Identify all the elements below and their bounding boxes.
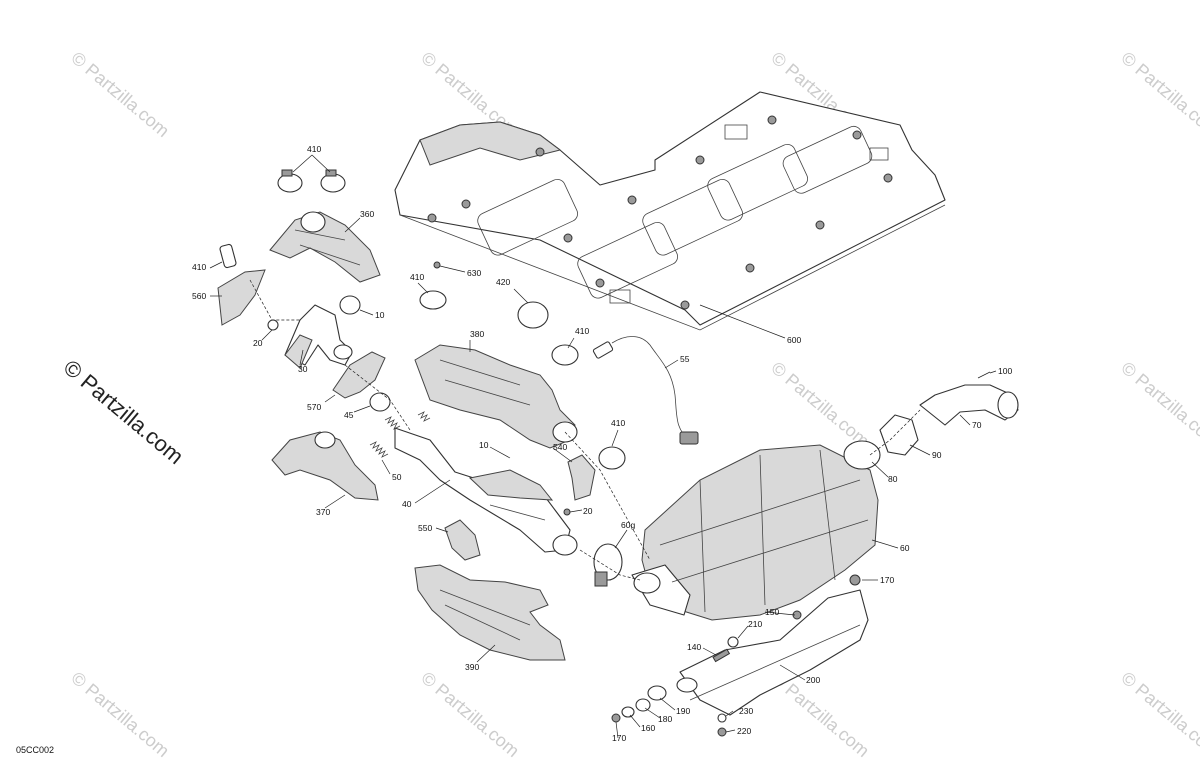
callout-10: 10 [479, 440, 489, 450]
heat-shield-550 [444, 519, 481, 561]
callout-540: 540 [553, 442, 567, 452]
tailpipe-70 [919, 384, 1019, 426]
exhaust-pipe-360 [269, 211, 381, 283]
callout-390: 390 [465, 662, 479, 672]
callout-60: 60 [900, 543, 910, 553]
gasket-45 [369, 392, 391, 412]
watermark: © Partzilla.com [417, 668, 523, 761]
callout-200: 200 [806, 675, 820, 685]
nut-20 [267, 319, 279, 331]
callout-570: 570 [307, 402, 321, 412]
callout-550: 550 [418, 523, 432, 533]
watermark: © Partzilla.com [1117, 48, 1200, 141]
callout-560: 560 [192, 291, 206, 301]
callout-60g: 60g [621, 520, 635, 530]
bolt-140 [712, 648, 731, 663]
bracket-540 [567, 454, 596, 501]
nut-170 [849, 574, 861, 586]
watermark: © Partzilla.com [1117, 358, 1200, 451]
gasket-10 [339, 295, 361, 315]
exhaust-pipe-40 [394, 427, 578, 556]
watermarks: © Partzilla.com © Partzilla.com © Partzi… [59, 48, 1200, 761]
diagram-code: 05CC002 [16, 745, 55, 755]
clamp-410 [551, 344, 579, 366]
callout-410: 410 [410, 272, 424, 282]
heat-shield-560 [217, 269, 266, 326]
callout-170: 170 [880, 575, 894, 585]
callout-220: 220 [737, 726, 751, 736]
callout-600: 600 [787, 335, 801, 345]
callout-40: 40 [402, 499, 412, 509]
callout-55: 55 [680, 354, 690, 364]
catalyst-380 [414, 344, 578, 449]
nut-220 [717, 727, 727, 737]
muffler-bracket-200 [676, 589, 869, 716]
callout-230: 230 [739, 706, 753, 716]
bolt-100 [977, 371, 991, 379]
flange-90 [879, 414, 919, 456]
leader-lines [209, 154, 997, 739]
callout-140: 140 [687, 642, 701, 652]
clamp-60g [593, 543, 623, 587]
washer-210 [727, 636, 739, 648]
callout-20: 20 [583, 506, 593, 516]
callout-45: 45 [344, 410, 354, 420]
clamp-410 [277, 169, 346, 193]
sleeve-410 [219, 243, 237, 269]
watermark: © Partzilla.com [1117, 668, 1200, 761]
callout-420: 420 [496, 277, 510, 287]
callout-170: 170 [612, 733, 626, 743]
clamp-410 [598, 446, 626, 470]
callout-70: 70 [972, 420, 982, 430]
callout-630: 630 [467, 268, 481, 278]
nut-170 [611, 713, 621, 723]
callout-360: 360 [360, 209, 374, 219]
callout-labels: 410 360 410 560 10 20 30 570 45 370 50 1… [192, 144, 1012, 743]
grommet-190 [647, 685, 667, 701]
callout-30: 30 [298, 364, 308, 374]
callout-210: 210 [748, 619, 762, 629]
washer-160 [621, 706, 635, 718]
bolt-20 [563, 508, 571, 516]
callout-100: 100 [998, 366, 1012, 376]
watermark: © Partzilla.com [67, 668, 173, 761]
callout-90: 90 [932, 450, 942, 460]
oxygen-sensor-55 [592, 336, 699, 445]
gasket-80 [843, 440, 881, 470]
callout-150: 150 [765, 607, 779, 617]
watermark-large: © Partzilla.com [59, 355, 189, 469]
clamp-420 [517, 301, 549, 329]
heat-shield-570 [332, 351, 386, 399]
callout-380: 380 [470, 329, 484, 339]
washer-230 [717, 713, 727, 723]
callout-80: 80 [888, 474, 898, 484]
manifold-30 [284, 304, 353, 369]
callout-410: 410 [575, 326, 589, 336]
callout-370: 370 [316, 507, 330, 517]
watermark: © Partzilla.com [67, 48, 173, 141]
callout-160: 160 [641, 723, 655, 733]
exhaust-pipe-370 [271, 431, 379, 501]
callout-410: 410 [307, 144, 321, 154]
clamp-410 [419, 290, 447, 310]
skid-plate-600 [394, 91, 946, 331]
heat-shield-390 [414, 564, 566, 661]
muffler-60 [631, 444, 879, 621]
callout-50: 50 [392, 472, 402, 482]
bolt-630 [433, 261, 441, 269]
callout-410: 410 [611, 418, 625, 428]
callout-190: 190 [676, 706, 690, 716]
callout-20: 20 [253, 338, 263, 348]
sleeve-180 [635, 698, 651, 712]
callout-10: 10 [375, 310, 385, 320]
watermark: © Partzilla.com [767, 358, 873, 451]
callout-180: 180 [658, 714, 672, 724]
callout-410: 410 [192, 262, 206, 272]
